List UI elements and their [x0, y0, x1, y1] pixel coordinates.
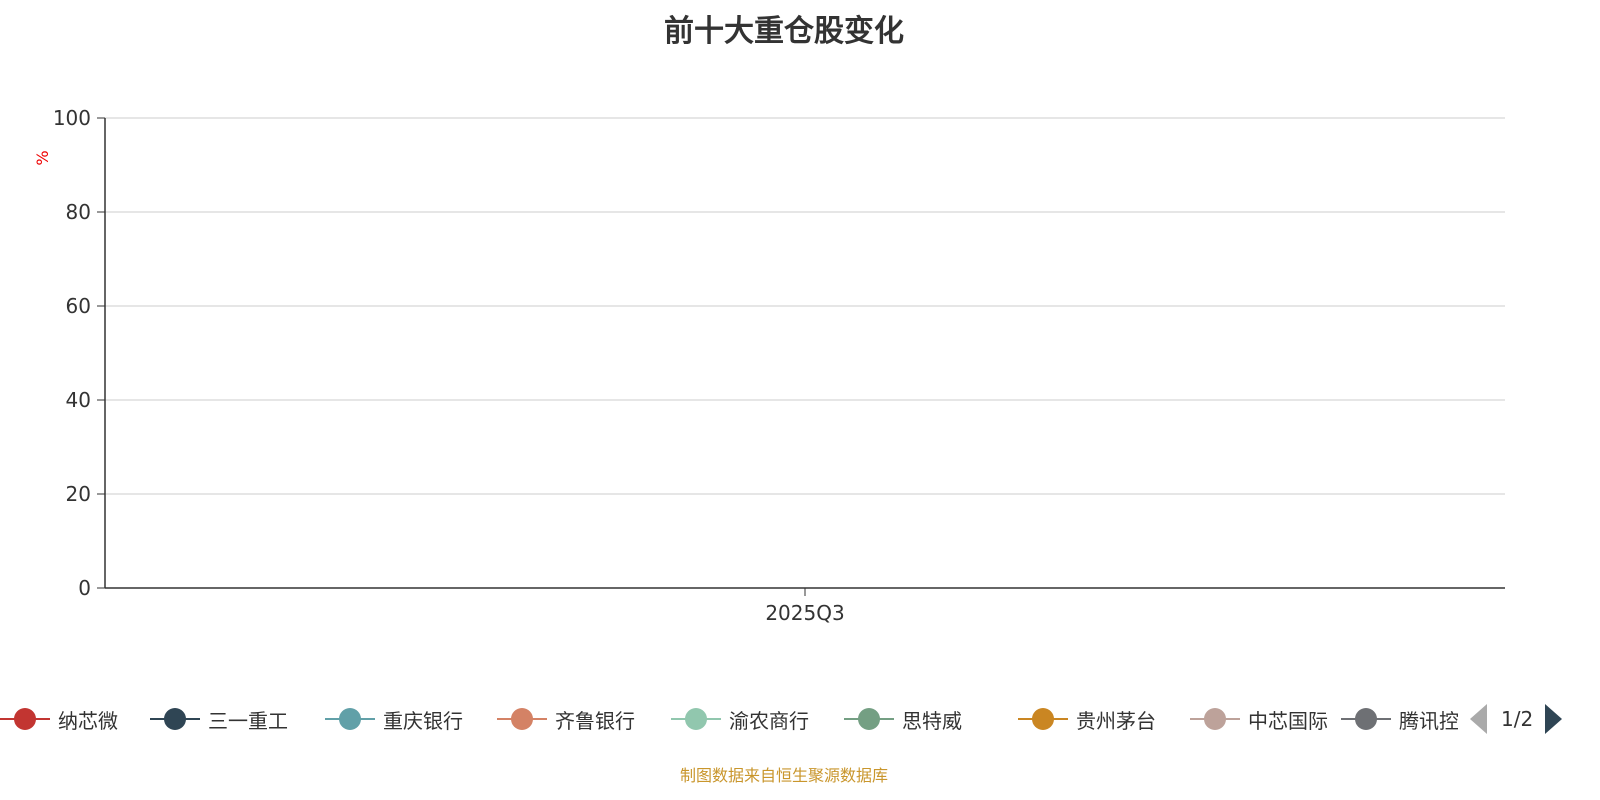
y-tick-label: 100	[53, 106, 91, 130]
legend-line-circle-icon	[1190, 702, 1240, 736]
legend-item[interactable]: 腾讯控股	[1341, 702, 1458, 736]
legend-line-circle-icon	[1018, 702, 1068, 736]
legend-label: 中芯国际	[1248, 708, 1328, 733]
legend-label: 渝农商行	[729, 708, 809, 733]
legend-item[interactable]: 三一重工	[150, 702, 288, 736]
legend-line-circle-icon	[671, 702, 721, 736]
legend-next-page-icon[interactable]	[1545, 704, 1563, 734]
legend-label: 重庆银行	[383, 708, 463, 733]
y-tick-label: 60	[66, 294, 91, 318]
legend-item[interactable]: 纳芯微	[0, 702, 118, 736]
legend-item[interactable]: 思特威	[844, 702, 962, 736]
legend-label: 三一重工	[208, 708, 288, 733]
y-tick-label: 40	[66, 388, 91, 412]
legend-item[interactable]: 渝农商行	[671, 702, 809, 736]
chart-title: 前十大重仓股变化	[664, 14, 904, 49]
legend-line-circle-icon	[844, 702, 894, 736]
legend-line-circle-icon	[150, 702, 200, 736]
legend-label: 纳芯微	[58, 708, 118, 733]
legend-line-circle-icon	[325, 702, 375, 736]
legend-line-circle-icon	[1341, 702, 1391, 736]
y-tick-label: 20	[66, 482, 91, 506]
legend-line-circle-icon	[0, 702, 50, 736]
legend-item[interactable]: 齐鲁银行	[497, 702, 635, 736]
legend-label: 齐鲁银行	[555, 708, 635, 733]
y-tick-label: 80	[66, 200, 91, 224]
y-tick-label: 0	[78, 576, 91, 600]
x-tick-label: 2025Q3	[765, 601, 844, 625]
legend-prev-page-icon[interactable]	[1470, 704, 1487, 734]
legend: 纳芯微 三一重工 重庆银行 齐鲁银行 渝农商行 思特威 贵州茅台 中芯国际 腾讯控股	[0, 702, 1458, 736]
legend-item[interactable]: 贵州茅台	[1018, 702, 1156, 736]
legend-label: 腾讯控股	[1399, 708, 1458, 733]
legend-page-indicator: 1/2	[1501, 707, 1534, 731]
legend-pager: 1/2	[1470, 702, 1563, 736]
legend-line-circle-icon	[497, 702, 547, 736]
legend-label: 思特威	[902, 708, 962, 733]
legend-label: 贵州茅台	[1076, 708, 1156, 733]
legend-item[interactable]: 重庆银行	[325, 702, 463, 736]
legend-item[interactable]: 中芯国际	[1190, 702, 1328, 736]
data-source-note: 制图数据来自恒生聚源数据库	[679, 766, 888, 785]
y-axis-label: %	[33, 150, 52, 165]
